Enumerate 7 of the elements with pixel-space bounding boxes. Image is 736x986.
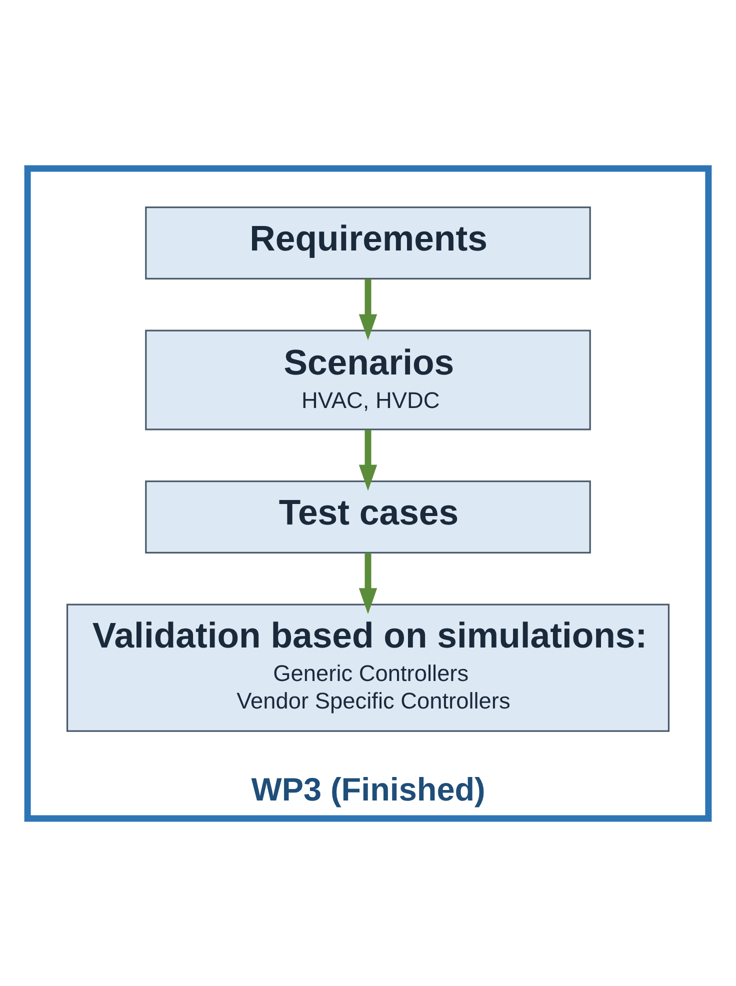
node-box: Test cases [145, 480, 591, 553]
arrow [358, 552, 378, 614]
arrow [358, 429, 378, 490]
arrow [358, 278, 378, 340]
node-box: Scenarios HVAC, HVDC [145, 329, 591, 430]
node-box: Validation based on simulations: Generic Controllers Vendor Specific Controllers [66, 603, 670, 732]
node-box: Requirements [145, 206, 591, 279]
